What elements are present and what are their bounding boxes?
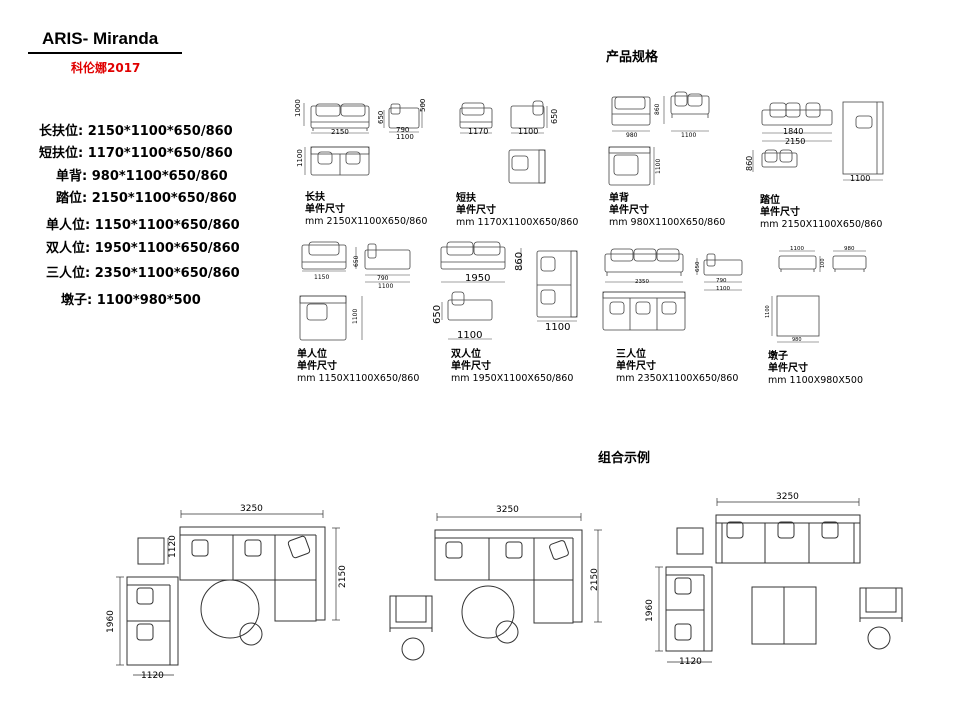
dim-label: 2150 <box>331 128 349 136</box>
dim-label: 980 <box>626 132 638 139</box>
combo-layout-3 <box>655 498 903 663</box>
dim-label: 1150 <box>314 274 329 281</box>
dim-label: 1120 <box>679 657 702 667</box>
dim-label: 860 <box>745 156 754 171</box>
unit-drawing-long-arm <box>303 101 423 176</box>
dim-label: 1100 <box>296 149 304 167</box>
dim-label: 1100 <box>850 174 870 183</box>
dim-label: 1100 <box>681 132 696 139</box>
dim-label: 1000 <box>294 99 302 117</box>
dim-label: 650 <box>377 111 385 124</box>
dim-label: 1950 <box>465 273 490 284</box>
dim-label: 1170 <box>468 127 488 136</box>
spec-item: 双人位: 1950*1100*650/860 <box>46 241 240 256</box>
dim-label: 790 <box>716 278 727 284</box>
unit-drawing-ottoman <box>771 250 867 343</box>
unit-drawing-single-seat <box>299 241 411 341</box>
page-subtitle: 科伦娜2017 <box>71 61 141 75</box>
title-underline <box>28 52 182 54</box>
spec-item: 长扶位: 2150*1100*650/860 <box>39 124 233 139</box>
dim-label: 1120 <box>141 671 164 681</box>
dim-label: 1100 <box>457 330 482 341</box>
dim-label: 1100 <box>716 286 730 292</box>
dim-label: 980 <box>844 246 855 252</box>
dim-label: 980 <box>792 337 802 343</box>
unit-drawing-double-seat <box>440 241 578 340</box>
dim-label: 790 <box>396 126 409 134</box>
dim-label: 1100 <box>790 246 804 252</box>
dim-label: 860 <box>654 103 661 115</box>
spec-item: 三人位: 2350*1100*650/860 <box>46 266 240 281</box>
page-title: ARIS- Miranda <box>42 29 159 48</box>
dim-label: 100 <box>820 258 826 268</box>
section-title-product-specs: 产品规格 <box>606 50 659 65</box>
dim-label: 500 <box>419 99 427 112</box>
dim-label: 2150 <box>590 568 600 591</box>
dim-label: 3250 <box>496 505 519 515</box>
dim-label: 1840 <box>783 127 803 136</box>
spec-item: 踏位: 2150*1100*650/860 <box>56 191 237 206</box>
unit-drawing-triple-seat <box>602 248 743 331</box>
dim-label: 790 <box>377 275 389 282</box>
dim-label: 650 <box>353 255 360 267</box>
dim-label: 1100 <box>765 305 771 318</box>
combo-layout-2 <box>389 513 602 661</box>
spec-item: 单背: 980*1100*650/860 <box>56 169 228 184</box>
spec-item: 墩子: 1100*980*500 <box>61 293 201 308</box>
dim-label: 650 <box>550 109 559 124</box>
dim-label: 2150 <box>338 565 348 588</box>
dim-label: 3250 <box>240 504 263 514</box>
dim-label: 860 <box>514 252 525 271</box>
dim-label: 1120 <box>168 535 178 558</box>
dim-label: 2150 <box>785 137 805 146</box>
unit-drawing-short-arm <box>459 100 548 184</box>
unit-drawing-single-back <box>608 91 710 186</box>
dim-label: 1100 <box>396 133 414 141</box>
dim-label: 3250 <box>776 492 799 502</box>
dim-label: 650 <box>695 261 701 272</box>
dim-label: 1100 <box>655 159 662 174</box>
spec-item: 短扶位: 1170*1100*650/860 <box>39 146 233 161</box>
dim-label: 650 <box>432 305 443 324</box>
dim-label: 1100 <box>352 309 359 324</box>
spec-item: 单人位: 1150*1100*650/860 <box>46 218 240 233</box>
dim-label: 1100 <box>378 283 393 290</box>
dim-label: 1960 <box>645 599 655 622</box>
dim-label: 2350 <box>635 279 649 285</box>
section-title-combo-examples: 组合示例 <box>598 451 651 466</box>
dim-label: 1100 <box>518 127 538 136</box>
dim-label: 1100 <box>545 322 570 333</box>
unit-drawing-chaise <box>752 101 884 181</box>
combo-layout-1 <box>116 510 340 676</box>
dim-label: 1960 <box>106 610 116 633</box>
